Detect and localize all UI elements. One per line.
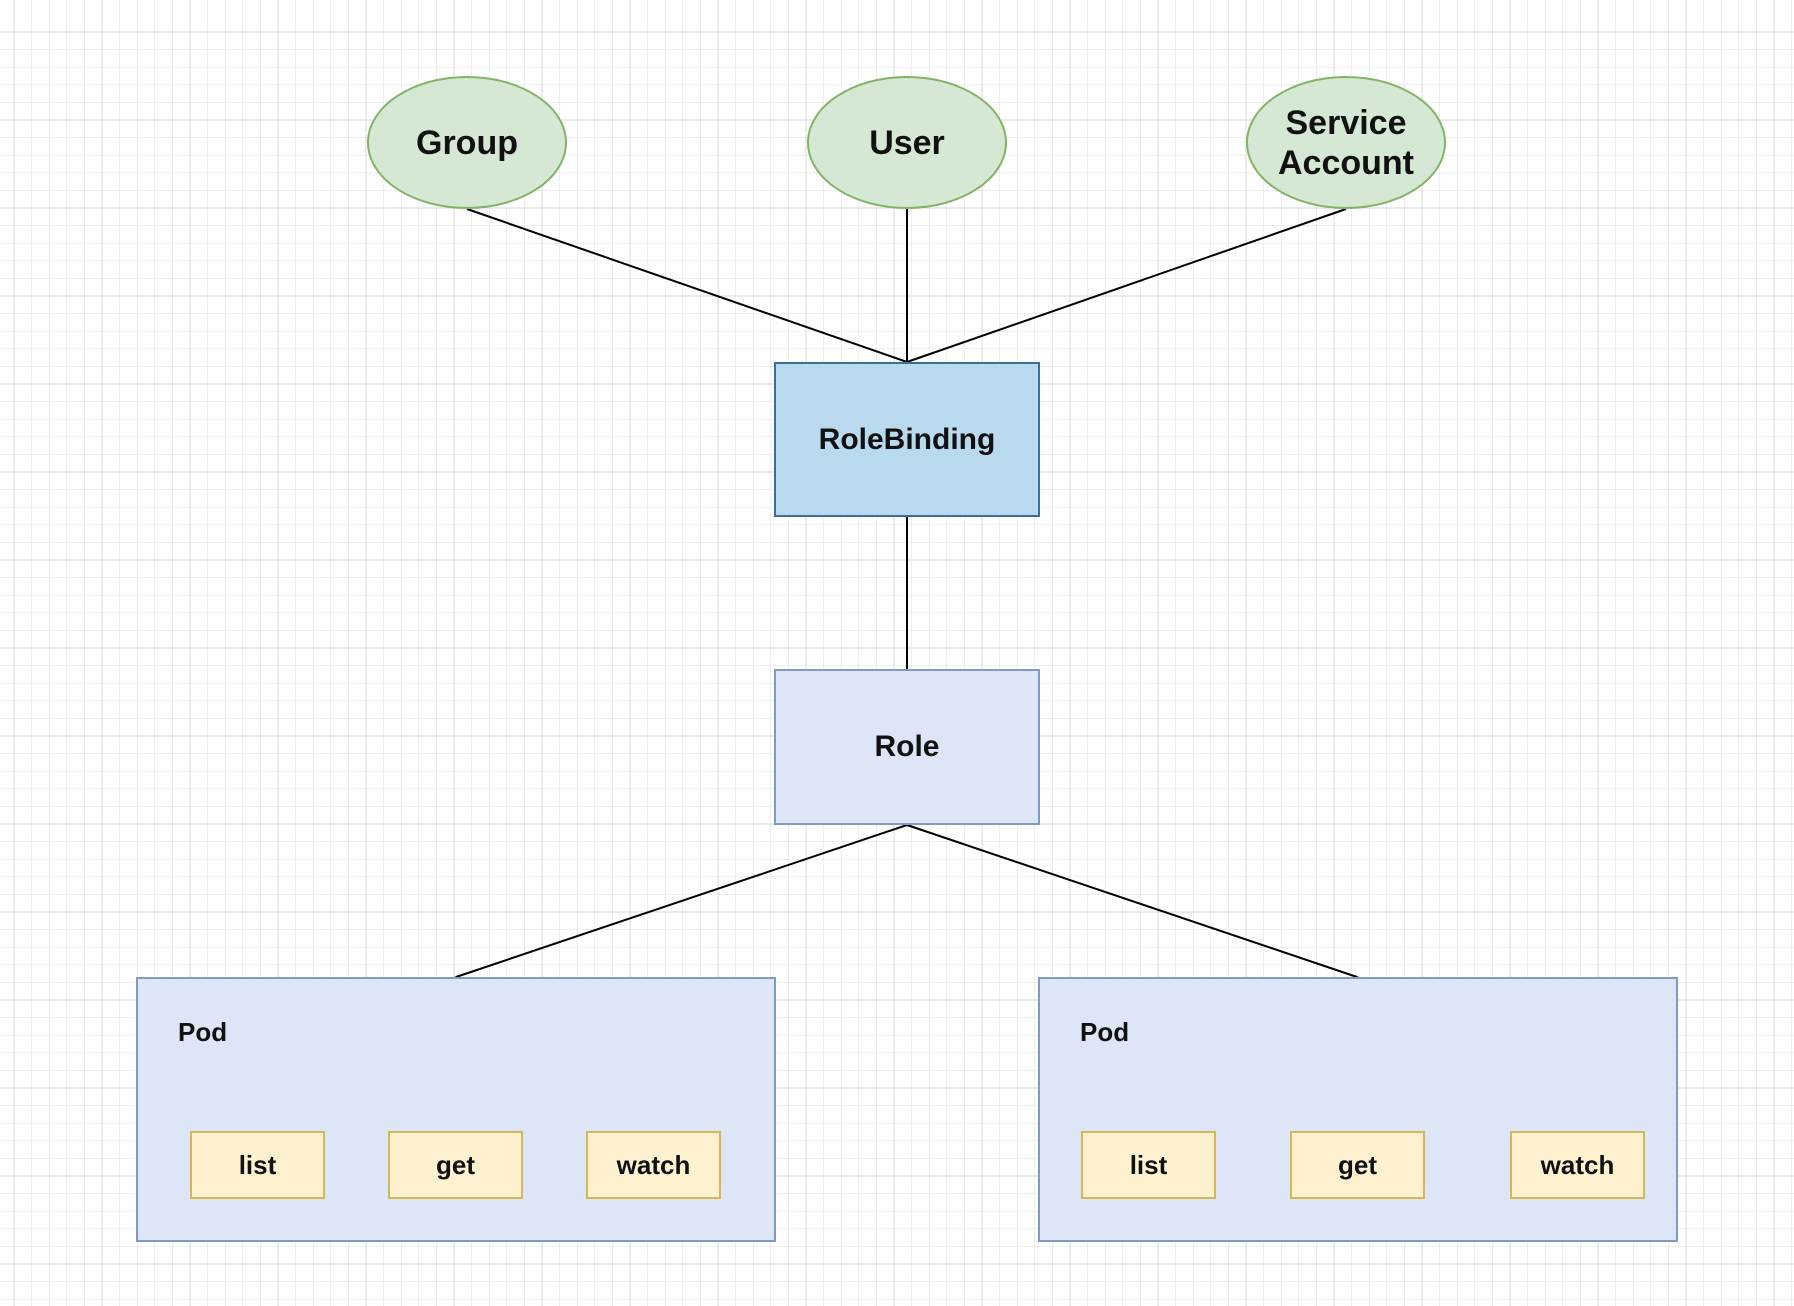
edge-serviceaccount-rolebinding bbox=[906, 208, 1347, 363]
subject-user[interactable]: User bbox=[807, 76, 1007, 209]
pod-label: Pod bbox=[1080, 1017, 1130, 1047]
edge-role-pod-right bbox=[906, 824, 1358, 978]
verb-watch-right[interactable]: watch bbox=[1510, 1131, 1645, 1199]
verb-list-right[interactable]: list bbox=[1081, 1131, 1216, 1199]
edge-group-rolebinding bbox=[466, 208, 908, 363]
subject-group[interactable]: Group bbox=[367, 76, 567, 209]
rolebinding-node[interactable]: RoleBinding bbox=[774, 362, 1040, 517]
verb-get-left[interactable]: get bbox=[388, 1131, 523, 1199]
pod-container-right[interactable]: Pod bbox=[1038, 977, 1678, 1242]
verb-list-left[interactable]: list bbox=[190, 1131, 325, 1199]
verb-watch-left[interactable]: watch bbox=[586, 1131, 721, 1199]
pod-label: Pod bbox=[178, 1017, 228, 1047]
verb-get-right[interactable]: get bbox=[1290, 1131, 1425, 1199]
edge-role-pod-left bbox=[455, 824, 908, 978]
role-node[interactable]: Role bbox=[774, 669, 1040, 825]
subject-service-account[interactable]: Service Account bbox=[1246, 76, 1446, 209]
pod-container-left[interactable]: Pod bbox=[136, 977, 776, 1242]
